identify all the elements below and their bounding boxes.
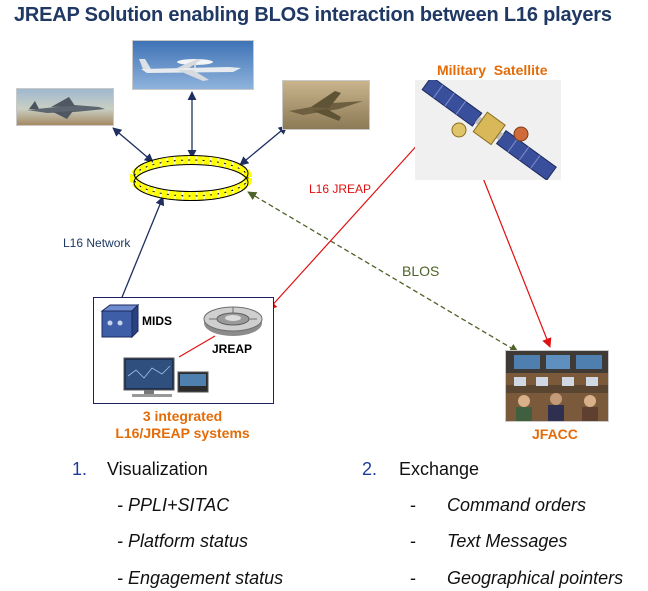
list-right-bullet: -: [410, 531, 416, 551]
page-title: JREAP Solution enabling BLOS interaction…: [14, 4, 612, 26]
mids-label: MIDS: [142, 314, 172, 328]
link-blos: [247, 191, 519, 353]
integrated-systems-caption-line1: 3 integrated: [142, 408, 223, 424]
list-right-number: 2.: [362, 459, 378, 479]
list-left-item: - Platform status: [117, 531, 249, 551]
list-right-item: Command orders: [447, 495, 587, 515]
list-right-heading: Exchange: [399, 459, 480, 479]
list-right-item: Text Messages: [447, 531, 568, 551]
integrated-systems-caption-line2: L16/JREAP systems: [115, 425, 250, 441]
systems-internal-link: [178, 335, 216, 358]
list-right-bullet: -: [410, 495, 416, 515]
jreap-device-image: [202, 303, 264, 339]
awacs-aircraft-image: [132, 40, 254, 90]
list-left-item: - PPLI+SITAC: [117, 495, 230, 515]
list-left-number: 1.: [72, 459, 88, 479]
list-right-bullet: -: [410, 568, 416, 588]
list-right-item: Geographical pointers: [447, 568, 624, 588]
blos-label: BLOS: [402, 263, 440, 279]
mids-terminal-image: [100, 303, 140, 339]
link-ring-mids: [116, 196, 165, 308]
military-satellite-image: [415, 75, 561, 181]
fighter-jet-image: [282, 80, 370, 130]
integrated-systems-caption: 3 integrated L16/JREAP systems: [93, 408, 272, 442]
rafale-aircraft-image: [16, 88, 114, 126]
link-sat-jfacc: [482, 177, 552, 348]
link-jet-ring: [239, 125, 288, 166]
jreap-label: JREAP: [212, 342, 253, 356]
military-satellite-label: Military Satellite: [437, 62, 548, 78]
l16-network-ring-icon: [130, 155, 252, 201]
link-sat-jreap: [267, 141, 421, 311]
workstation-image: [122, 356, 212, 398]
jfacc-room-image: [505, 350, 609, 422]
l16-network-label: L16 Network: [63, 236, 131, 250]
list-left-heading: Visualization: [107, 459, 208, 479]
l16-jreap-link-label: L16 JREAP: [309, 182, 372, 196]
list-left-item: - Engagement status: [117, 568, 284, 588]
jfacc-label: JFACC: [532, 426, 578, 442]
link-rafale-ring: [112, 127, 154, 163]
